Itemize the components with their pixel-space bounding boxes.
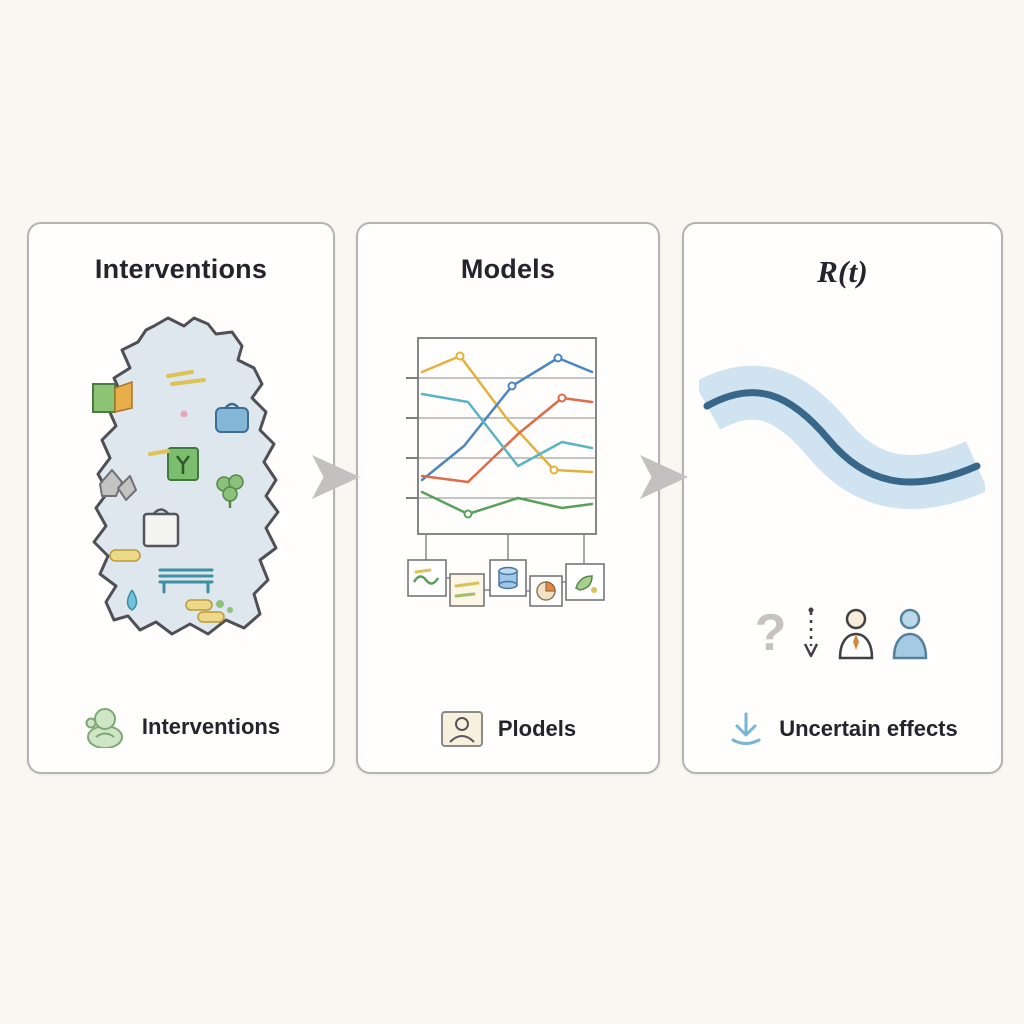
models-chart-lines bbox=[420, 351, 594, 519]
chart-marker bbox=[507, 381, 517, 391]
green-building-icon bbox=[92, 380, 133, 413]
blue-down-arrow-icon bbox=[731, 712, 761, 745]
chart-series-model-orange bbox=[420, 396, 594, 484]
rt-caption-label: Uncertain effects bbox=[779, 716, 958, 741]
green-dots-icon bbox=[216, 600, 233, 613]
dotted-arrow-icon bbox=[804, 607, 819, 658]
rt-curve bbox=[703, 389, 981, 486]
model-node-cylinder-icon bbox=[489, 559, 527, 597]
yellow-lines-icon bbox=[166, 370, 206, 386]
person-filled-icon bbox=[893, 608, 928, 660]
germany-map bbox=[92, 316, 280, 636]
interventions-caption-row: Interventions bbox=[29, 706, 333, 748]
blue-bag-icon bbox=[215, 402, 249, 433]
rt-plot bbox=[699, 365, 985, 510]
yellow-pills-icon bbox=[185, 599, 225, 623]
chart-axis-ticks bbox=[406, 377, 418, 499]
chart-series-model-teal bbox=[420, 392, 594, 468]
framed-person-icon bbox=[440, 711, 483, 747]
chart-marker bbox=[557, 393, 567, 403]
chart-marker bbox=[553, 353, 563, 363]
chart-marker bbox=[455, 351, 465, 361]
chart-marker bbox=[549, 465, 559, 475]
model-node-lines-icon bbox=[449, 573, 485, 607]
models-caption-row: Plodels bbox=[358, 710, 658, 748]
pink-dot-icon bbox=[180, 410, 188, 418]
chart-marker bbox=[463, 509, 473, 519]
yellow-small-line-icon bbox=[148, 449, 170, 456]
chart-node-connectors bbox=[425, 534, 585, 592]
interventions-caption-label: Interventions bbox=[141, 714, 281, 739]
model-node-pie-icon bbox=[529, 575, 563, 607]
blue-drop-icon bbox=[126, 589, 138, 611]
chart-frame bbox=[417, 337, 597, 535]
model-node-boxes bbox=[407, 559, 605, 607]
person-outline-icon bbox=[839, 608, 874, 660]
gray-rocks-icon bbox=[99, 469, 137, 501]
white-bag-icon bbox=[142, 508, 180, 548]
rt-caption-row: Uncertain effects bbox=[684, 710, 1001, 748]
models-caption-label: Plodels bbox=[497, 716, 577, 741]
clover-icon bbox=[216, 474, 244, 508]
panel-interventions: Interventions bbox=[27, 222, 335, 774]
green-box-icon bbox=[167, 447, 199, 481]
model-node-scribble-icon bbox=[407, 559, 447, 597]
panel-rt: R(t) ? bbox=[682, 222, 1003, 774]
models-chart bbox=[406, 337, 605, 607]
rt-uncertainty-band bbox=[699, 365, 985, 510]
uncertainty-row: ? bbox=[684, 606, 1001, 660]
model-node-leaf-icon bbox=[565, 563, 605, 601]
panel-interventions-title: Interventions bbox=[94, 254, 268, 284]
chart-series-model-yellow bbox=[420, 354, 594, 474]
green-figure-icon bbox=[85, 708, 123, 748]
map-intervention-icons bbox=[92, 370, 249, 623]
question-mark: ? bbox=[754, 604, 787, 662]
bench-icon bbox=[158, 568, 214, 594]
yellow-pill-icon bbox=[109, 549, 141, 562]
panel-rt-title: R(t) bbox=[817, 254, 868, 289]
panel-models-title: Models bbox=[460, 254, 556, 284]
chart-series-model-green bbox=[420, 490, 594, 516]
panel-models: Models bbox=[356, 222, 660, 774]
